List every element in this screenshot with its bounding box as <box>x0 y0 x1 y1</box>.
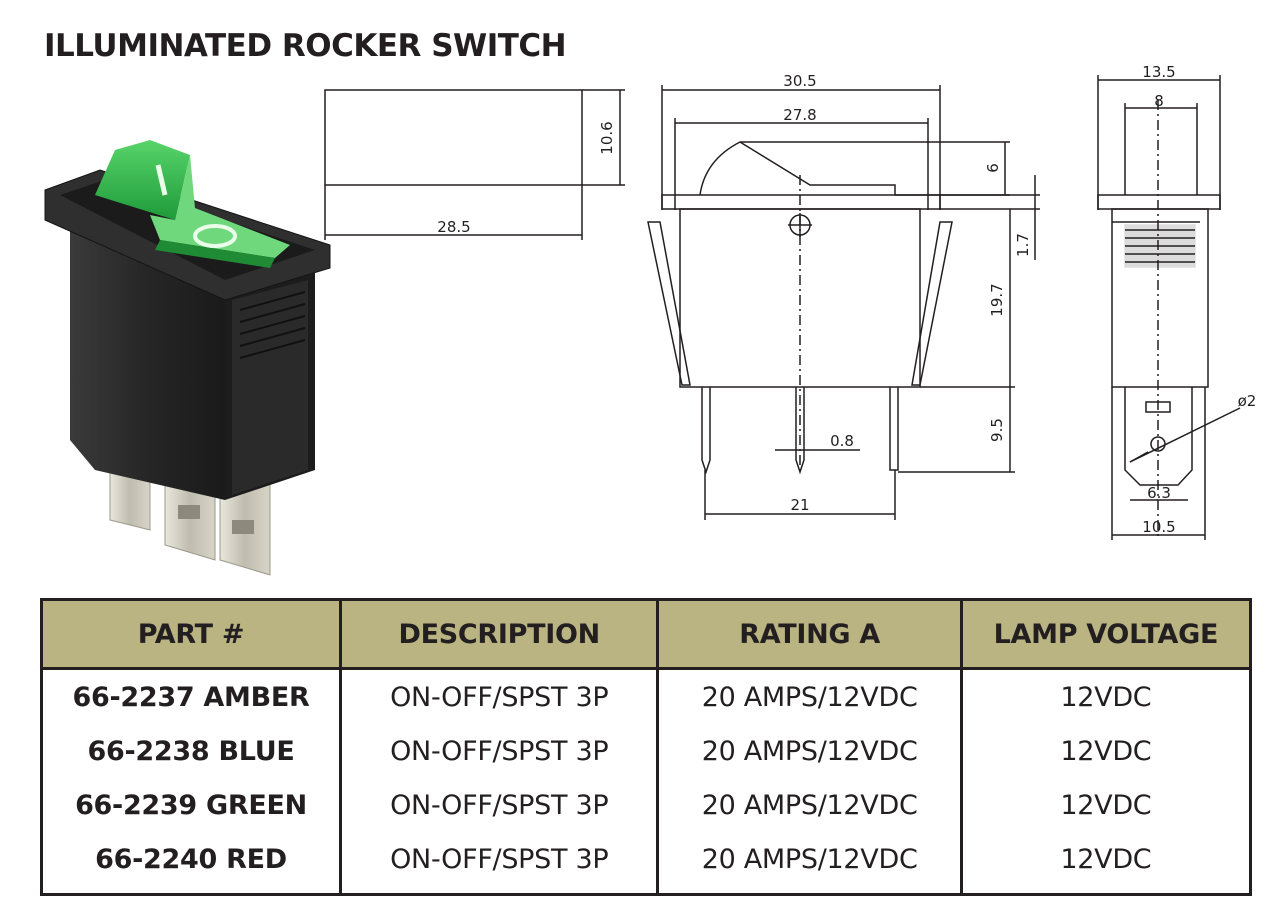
header-rating: RATING A <box>656 598 963 670</box>
spec-table: PART # DESCRIPTION RATING A LAMP VOLTAGE… <box>39 598 1253 896</box>
dim-terminal-length: 9.5 <box>988 418 1006 442</box>
dim-terminal-width: 6.3 <box>1147 484 1171 502</box>
dim-side-outer-width: 13.5 <box>1142 63 1175 81</box>
lamp-voltage: 12VDC <box>959 668 1253 724</box>
description: ON-OFF/SPST 3P <box>339 832 660 895</box>
part-number: 66-2237 AMBER <box>39 668 343 724</box>
table-row: 66-2238 BLUE ON-OFF/SPST 3P 20 AMPS/12VD… <box>39 724 1253 778</box>
part-number: 66-2238 BLUE <box>39 724 343 778</box>
header-description: DESCRIPTION <box>339 598 660 670</box>
dim-terminal-thickness: 0.8 <box>830 432 854 450</box>
dim-side-rocker-width: 8 <box>1154 92 1164 110</box>
rating: 20 AMPS/12VDC <box>656 832 963 895</box>
table-header-row: PART # DESCRIPTION RATING A LAMP VOLTAGE <box>39 598 1253 670</box>
description: ON-OFF/SPST 3P <box>339 778 660 832</box>
dim-body-height: 19.7 <box>988 283 1006 316</box>
page-title: ILLUMINATED ROCKER SWITCH <box>44 28 567 64</box>
description: ON-OFF/SPST 3P <box>339 724 660 778</box>
table-row: 66-2239 GREEN ON-OFF/SPST 3P 20 AMPS/12V… <box>39 778 1253 832</box>
header-lamp-voltage: LAMP VOLTAGE <box>959 598 1253 670</box>
part-number: 66-2239 GREEN <box>39 778 343 832</box>
description: ON-OFF/SPST 3P <box>339 668 660 724</box>
lamp-voltage: 12VDC <box>959 778 1253 832</box>
part-number: 66-2240 RED <box>39 832 343 895</box>
dim-flange: 1.7 <box>1014 233 1032 257</box>
dim-rocker-height: 6 <box>984 163 1002 173</box>
top-view-drawing <box>324 89 625 240</box>
lamp-voltage: 12VDC <box>959 724 1253 778</box>
rating: 20 AMPS/12VDC <box>656 668 963 724</box>
lamp-voltage: 12VDC <box>959 832 1253 895</box>
switch-drawings: 28.5 10.6 <box>44 63 1257 576</box>
dim-side-body-width: 10.5 <box>1142 518 1175 536</box>
side-view-drawing <box>1097 75 1241 540</box>
dim-top-length: 28.5 <box>437 218 470 236</box>
dim-top-height: 10.6 <box>598 121 616 154</box>
dim-terminal-pitch: 21 <box>790 496 809 514</box>
dim-hole-diameter: ø2 <box>1238 392 1257 410</box>
front-view-drawing <box>647 85 1040 520</box>
table-row: 66-2240 RED ON-OFF/SPST 3P 20 AMPS/12VDC… <box>39 832 1253 895</box>
switch-photo <box>44 140 331 576</box>
dim-front-inner-width: 27.8 <box>783 106 816 124</box>
rating: 20 AMPS/12VDC <box>656 778 963 832</box>
dim-front-outer-width: 30.5 <box>783 72 816 90</box>
table-row: 66-2237 AMBER ON-OFF/SPST 3P 20 AMPS/12V… <box>39 668 1253 724</box>
header-part-number: PART # <box>39 598 343 670</box>
rating: 20 AMPS/12VDC <box>656 724 963 778</box>
